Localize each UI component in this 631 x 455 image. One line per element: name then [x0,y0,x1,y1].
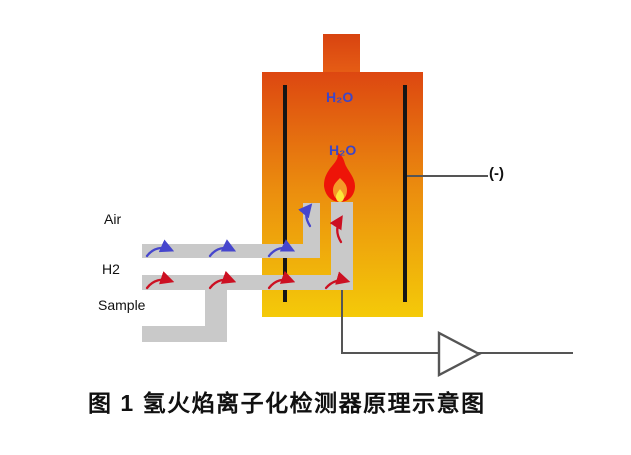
amplifier-triangle-icon [437,331,482,377]
h2-inlet-tube [142,275,353,290]
air-inlet-tube [142,244,320,258]
flame-icon [324,152,355,202]
sample-inlet-label: Sample [98,297,146,313]
air-inlet-label: Air [104,211,122,227]
h2-inlet-label: H2 [102,261,120,277]
exhaust-chimney [323,34,360,74]
figure-caption: 图 1 氢火焰离子化检测器原理示意图 [88,390,486,416]
negative-terminal-label: (-) [489,165,504,182]
right-electrode [403,85,407,302]
left-electrode [283,85,287,302]
negative-electrode-wire [407,175,488,177]
sample-riser-tube [205,290,227,326]
burner-jet-tube [331,202,353,290]
amplifier-output-wire [477,352,573,354]
collector-wire-vertical [341,290,343,353]
sample-inlet-tube [142,326,227,342]
water-label-top: H₂O [326,89,354,105]
air-riser-tube [303,203,320,258]
water-label-mid: H₂O [329,142,357,158]
collector-wire-horizontal [341,352,438,354]
